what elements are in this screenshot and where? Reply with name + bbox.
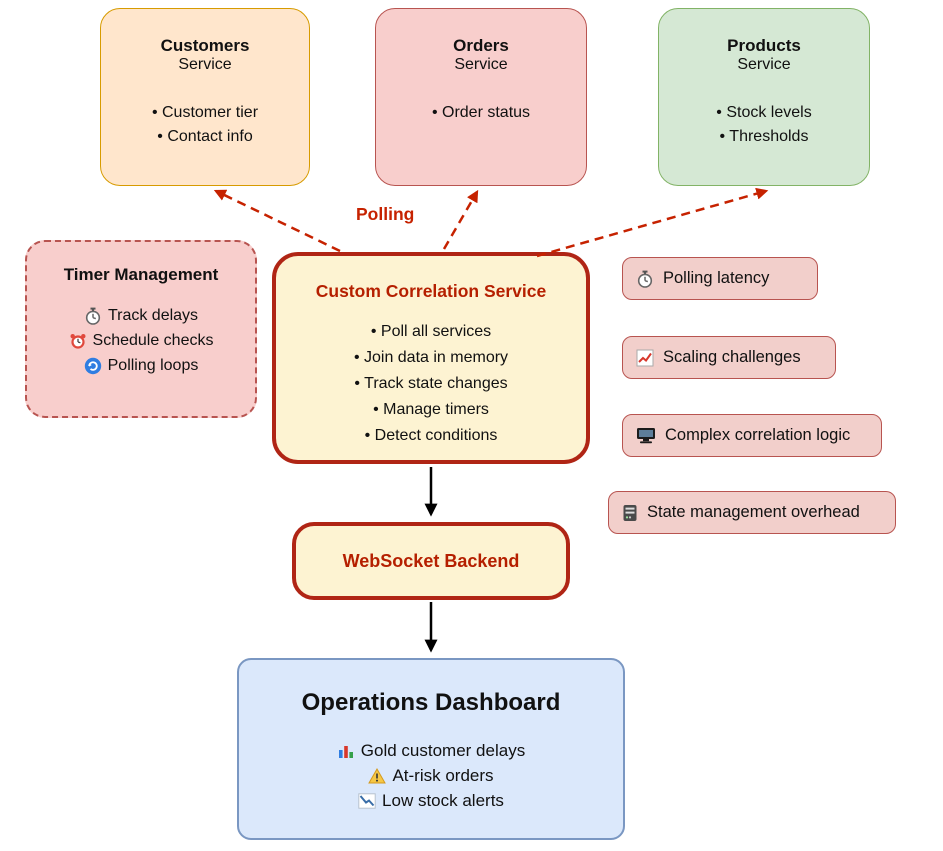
timer-item: Track delays xyxy=(84,307,198,325)
challenge-label: State management overhead xyxy=(647,503,860,521)
correlation-bullet: • Join data in memory xyxy=(353,348,509,366)
correlation-bullet: • Manage timers xyxy=(373,400,489,418)
timer-item-label: Track delays xyxy=(107,307,199,324)
websocket-backend-node: WebSocket Backend xyxy=(292,522,570,600)
dashboard-item: Gold customer delays xyxy=(337,741,525,761)
line-chart-icon xyxy=(636,349,654,366)
correlation-bullet: • Poll all services xyxy=(370,323,492,340)
orders-title: Orders xyxy=(453,36,509,55)
correlation-title: Custom Correlation Service xyxy=(315,281,547,301)
correlation-bullet: • Detect conditions xyxy=(364,426,498,444)
dashboard-item: Low stock alerts xyxy=(358,791,504,811)
stopwatch-icon xyxy=(85,307,101,325)
orders-bullet: • Order status xyxy=(431,104,531,121)
products-service-node: Products Service • Stock levels • Thresh… xyxy=(658,8,870,186)
dashboard-item-label: Gold customer delays xyxy=(360,741,526,760)
polling-label: Polling xyxy=(356,204,415,224)
challenge-label: Polling latency xyxy=(663,269,770,287)
timer-item-label: Polling loops xyxy=(107,357,199,374)
customers-service-node: Customers Service • Customer tier • Cont… xyxy=(100,8,310,186)
polling-arrow-to-products xyxy=(536,187,769,258)
operations-dashboard-node: Operations Dashboard Gold customer delay… xyxy=(237,658,625,840)
products-bullet: • Thresholds xyxy=(719,128,809,145)
trend-down-icon xyxy=(358,793,376,809)
bar-chart-icon xyxy=(338,746,353,758)
challenge-polling-latency: Polling latency xyxy=(622,257,818,300)
websocket-backend-title: WebSocket Backend xyxy=(342,550,520,571)
stopwatch-icon xyxy=(637,270,653,288)
server-icon xyxy=(623,504,637,521)
alarm-clock-icon xyxy=(70,334,86,349)
dashboard-item-label: Low stock alerts xyxy=(382,791,504,810)
orders-service-node: Orders Service • Order status xyxy=(375,8,587,186)
products-subtitle: Service xyxy=(737,56,791,73)
timer-item: Polling loops xyxy=(84,357,199,375)
customers-title: Customers xyxy=(160,36,250,55)
correlation-service-node: Custom Correlation Service • Poll all se… xyxy=(272,252,590,464)
computer-icon xyxy=(637,428,655,444)
timer-management-title: Timer Management xyxy=(63,265,219,284)
dashboard-item-label: At-risk orders xyxy=(392,766,494,785)
refresh-icon xyxy=(84,357,101,375)
challenge-scaling: Scaling challenges xyxy=(622,336,836,379)
dashboard-item: At-risk orders xyxy=(368,766,494,786)
correlation-bullet: • Track state changes xyxy=(354,374,508,392)
products-bullet: • Stock levels xyxy=(716,104,812,121)
products-title: Products xyxy=(727,36,801,55)
timer-management-node: Timer Management Track delays xyxy=(25,240,257,418)
timer-item: Schedule checks xyxy=(69,332,214,350)
customers-subtitle: Service xyxy=(178,56,232,73)
challenge-label: Scaling challenges xyxy=(663,348,801,366)
polling-arrow-to-orders xyxy=(442,189,479,250)
warning-icon xyxy=(368,768,387,784)
dashboard-title: Operations Dashboard xyxy=(301,689,561,716)
challenge-label: Complex correlation logic xyxy=(665,426,851,444)
challenge-correlation-logic: Complex correlation logic xyxy=(622,414,882,457)
challenge-state-overhead: State management overhead xyxy=(608,491,896,534)
orders-subtitle: Service xyxy=(454,56,508,73)
customers-bullet: • Customer tier xyxy=(151,104,259,121)
timer-item-label: Schedule checks xyxy=(92,332,214,349)
customers-bullet: • Contact info xyxy=(157,128,253,145)
